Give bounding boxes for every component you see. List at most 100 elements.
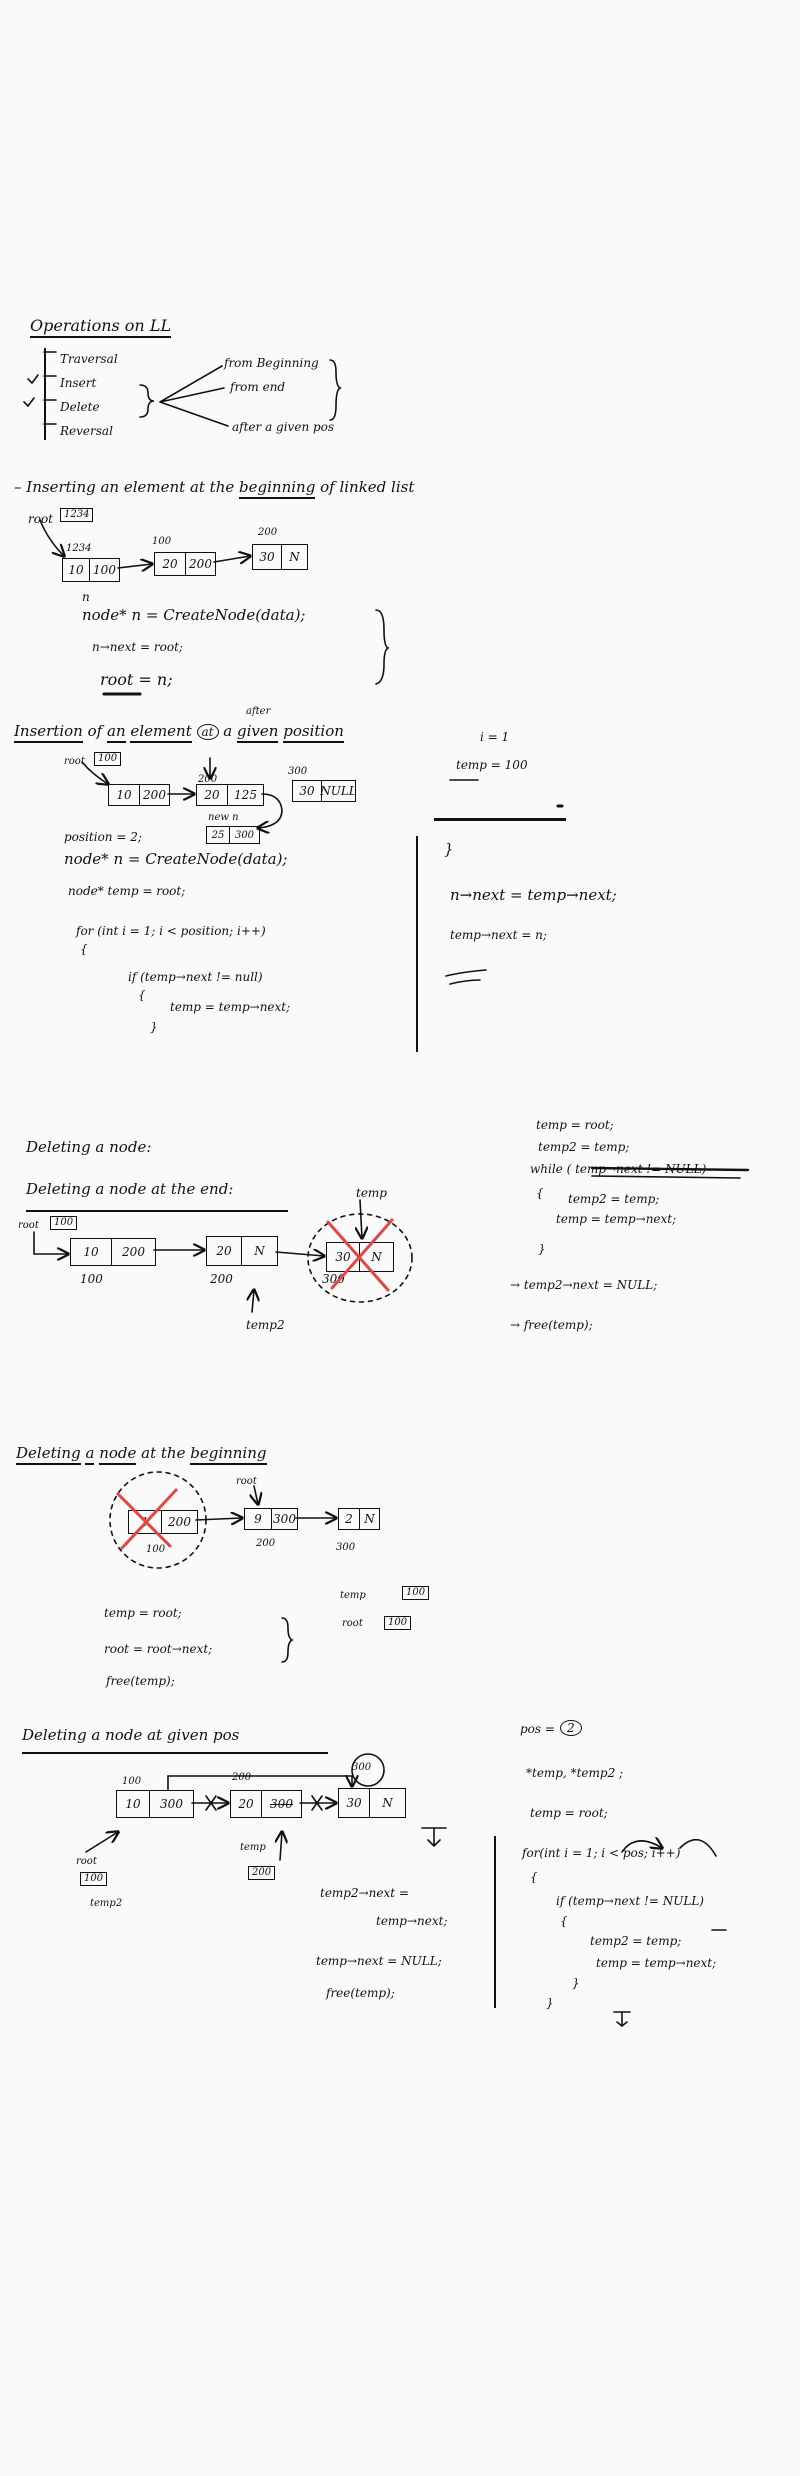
s3-code-2: temp2 = temp; — [538, 1140, 630, 1154]
s4-code-1: temp = root; — [104, 1606, 182, 1620]
s5-code-3: for(int i = 1; i < pos; i++) — [522, 1846, 681, 1860]
node-next: NULL — [320, 781, 357, 801]
s3-code-1: temp = root; — [536, 1118, 614, 1132]
ops-item-delete: Delete — [60, 400, 100, 414]
s2-code-5: { — [80, 942, 88, 956]
s5-addr-100: 100 — [122, 1776, 142, 1787]
s4-code-2: root = root→next; — [104, 1642, 213, 1656]
s5-addr-300: 300 — [352, 1762, 372, 1773]
node-data: 30 — [346, 1796, 362, 1810]
s3-node-1: 10 200 — [70, 1238, 156, 1266]
node-next: 200 — [139, 785, 169, 805]
s4-title: Deleting a node at the beginning — [16, 1444, 267, 1465]
s2-code-6: if (temp→next != null) — [128, 970, 263, 984]
s4-code-3: free(temp); — [106, 1674, 175, 1688]
s2-code-3: node* temp = root; — [68, 884, 186, 898]
s2-title: Insertion of an element at a given posit… — [14, 722, 344, 743]
s2-code-4: for (int i = 1; i < position; i++) — [76, 924, 266, 938]
s2-new-node: 25 300 — [206, 826, 260, 844]
s2-right-code-3: temp→next = n; — [450, 928, 547, 942]
s5-mid-code-3: temp→next = NULL; — [316, 1954, 442, 1968]
node-next: 100 — [89, 559, 119, 581]
node-next: 300 — [229, 827, 259, 843]
node-next: 200 — [185, 553, 215, 575]
s2-root-box: 100 — [94, 752, 122, 766]
s3-subtitle: Deleting a node at the end: — [26, 1180, 234, 1198]
s3-root-box: 100 — [50, 1216, 78, 1230]
node-data: 30 — [259, 550, 275, 564]
node-data: 10 — [116, 788, 132, 802]
s5-mid-code-1: temp2→next = — [320, 1886, 409, 1900]
s2-code-7: { — [138, 988, 146, 1002]
node-next: N — [281, 545, 307, 569]
s5-node-1: 10 300 — [116, 1790, 194, 1818]
node-next: 125 — [227, 785, 263, 805]
s5-title: Deleting a node at given pos — [22, 1726, 240, 1744]
s2-title-after: after — [246, 706, 271, 717]
node-data: 30 — [335, 1250, 351, 1264]
node-data: 30 — [299, 784, 315, 798]
s5-code-2: temp = root; — [530, 1806, 608, 1820]
s3-node-2: 20 N — [206, 1236, 278, 1266]
s2-root-label: root — [64, 756, 85, 767]
s1-n-label: n — [82, 590, 90, 604]
node-next: 300 — [149, 1791, 193, 1817]
s2-node-1: 10 200 — [108, 784, 170, 806]
ops-item-insert: Insert — [60, 376, 97, 390]
s2-new-node-label: new n — [208, 812, 239, 823]
node-data: 20 — [238, 1797, 254, 1811]
node-next: 200 — [111, 1239, 155, 1265]
s1-root-box: 1234 — [60, 508, 94, 522]
node-next: N — [359, 1509, 379, 1529]
s2-right-code-1: } — [444, 840, 454, 858]
ops-branch-beginning: from Beginning — [224, 356, 319, 370]
s2-right-code-2: n→next = temp→next; — [450, 886, 617, 904]
node-data: 9 — [254, 1512, 262, 1526]
s2-code-8: temp = temp→next; — [170, 1000, 291, 1014]
node-next: 200 — [161, 1511, 197, 1533]
s3-code-8: → temp2→next = NULL; — [510, 1278, 658, 1292]
s2-divider — [416, 836, 418, 1052]
s5-temp2-label: temp2 — [90, 1898, 123, 1909]
s4-root2-label: root — [342, 1618, 363, 1629]
s4-node-3: 2 N — [338, 1508, 380, 1530]
s2-i-value: i = 1 — [480, 730, 510, 744]
s2-node-2: 20 125 — [196, 784, 264, 806]
s5-mid-code-2: temp→next; — [376, 1914, 448, 1928]
s5-temp-label: temp — [240, 1842, 266, 1853]
ops-title: Operations on LL — [30, 316, 172, 338]
node-data: 10 — [125, 1797, 141, 1811]
ops-branch-end: from end — [230, 380, 286, 394]
s5-title-underline — [22, 1752, 328, 1754]
ops-list-bracket — [44, 348, 46, 440]
s3-temp-label: temp — [356, 1186, 387, 1200]
s5-temp-box: 200 — [248, 1866, 276, 1880]
s5-pos-label: pos = — [520, 1722, 555, 1736]
s4-addr-300: 300 — [336, 1542, 356, 1553]
s3-code-7: } — [538, 1242, 546, 1256]
s5-code-7: temp2 = temp; — [590, 1934, 682, 1948]
s5-pos-value: 2 — [560, 1720, 582, 1736]
s1-title: – Inserting an element at the beginning … — [14, 478, 414, 499]
s5-root-box: 100 — [80, 1872, 108, 1886]
s1-addr-200: 200 — [258, 527, 278, 538]
s3-addr-200: 200 — [210, 1272, 233, 1286]
s3-temp2-label: temp2 — [246, 1318, 285, 1332]
s4-root-box: 100 — [384, 1616, 412, 1630]
s1-node-2: 20 200 — [154, 552, 216, 576]
s1-node-1: 10 100 — [62, 558, 120, 582]
s1-root-label: root — [28, 512, 54, 526]
s5-code-8: temp = temp→next; — [596, 1956, 717, 1970]
s3-code-6: temp = temp→next; — [556, 1212, 677, 1226]
node-next: 300 — [261, 1791, 301, 1817]
node-data: 10 — [83, 1245, 99, 1259]
s5-code-6: { — [560, 1914, 568, 1928]
s4-addr-100: 100 — [146, 1544, 166, 1555]
s5-code-9: } — [572, 1976, 580, 1990]
s2-code-9: } — [150, 1020, 158, 1034]
s4-root-label: root — [236, 1476, 257, 1487]
s5-code-1: *temp, *temp2 ; — [526, 1766, 624, 1780]
ops-branch-pos: after a given pos — [232, 420, 335, 434]
s5-root-label: root — [76, 1856, 97, 1867]
